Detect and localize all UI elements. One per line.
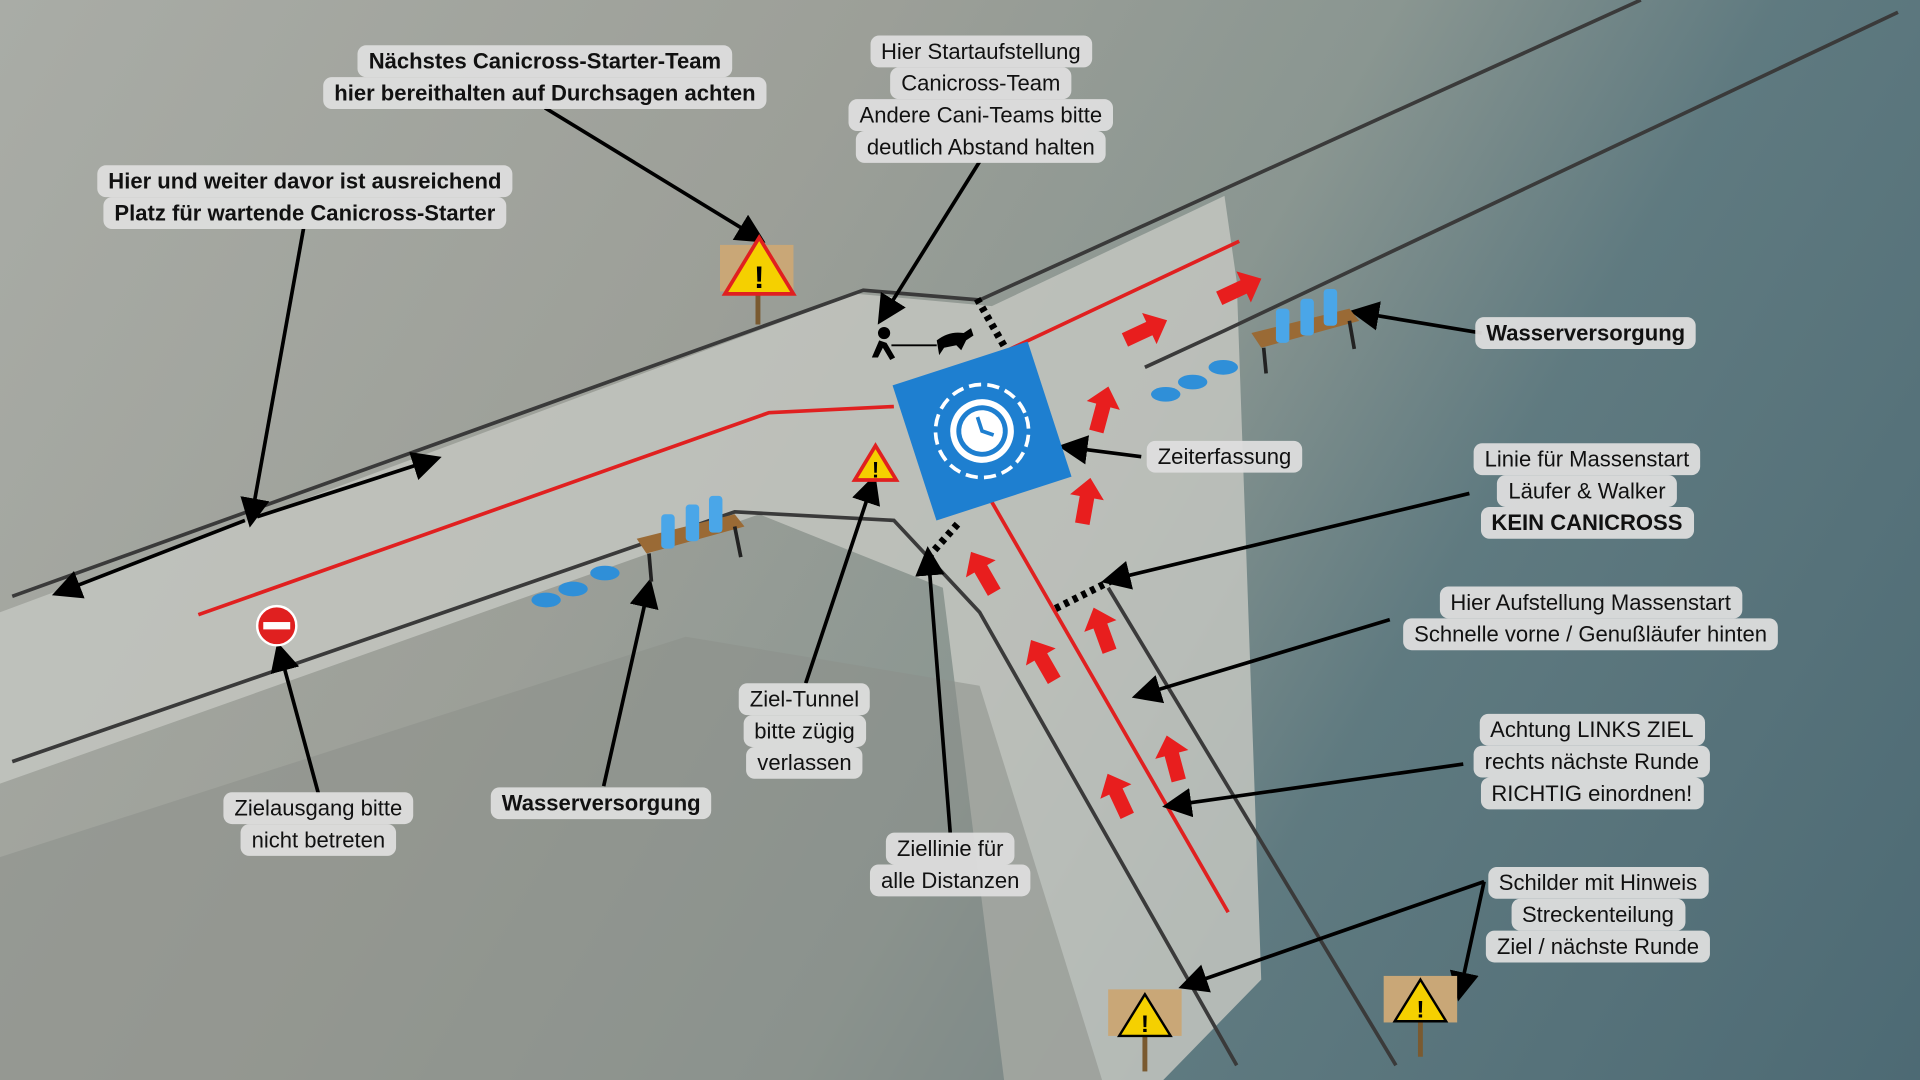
no-entry-icon (255, 604, 298, 647)
checkered-lines (925, 296, 1116, 612)
stopwatch-icon (892, 341, 1072, 521)
route-lines (197, 239, 1240, 914)
path-edges (11, 0, 1899, 1067)
canicross-runner-icon (871, 326, 974, 361)
svg-text:!: ! (754, 259, 765, 295)
svg-text:!: ! (872, 458, 879, 483)
warning-sign-icon: ! (851, 442, 900, 483)
warning-sign-icon: ! (720, 234, 797, 325)
label-water-right: Wasserversorgung (1475, 317, 1697, 349)
warning-sign-icon: ! (1383, 975, 1458, 1057)
label-timing: Zeiterfassung (1146, 440, 1303, 473)
label-water-left: Wasserversorgung (490, 787, 712, 820)
svg-text:!: ! (1416, 997, 1424, 1024)
pointer-arrows (51, 106, 1486, 1002)
svg-text:!: ! (1141, 1011, 1149, 1038)
warning-sign-icon: ! (1108, 989, 1182, 1072)
water-station-icon (531, 495, 745, 608)
water-station-icon (1151, 288, 1360, 402)
direction-arrows (965, 271, 1262, 819)
